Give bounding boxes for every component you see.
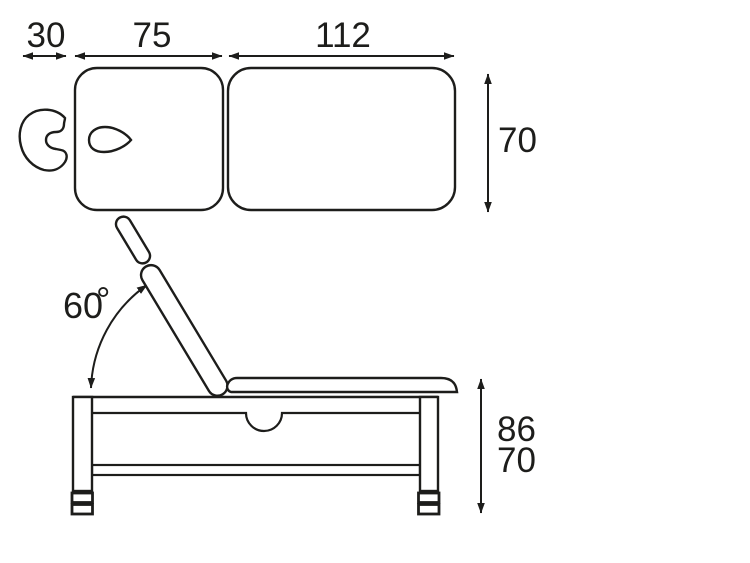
backrest-angle-label: 60 — [63, 285, 103, 326]
top-view: 30 75 112 70 — [18, 16, 537, 213]
side-view: 60 ° 86 70 — [63, 215, 536, 516]
right-foot-upper — [417, 491, 441, 504]
left-foot-upper — [70, 491, 94, 504]
right-leg — [418, 395, 440, 493]
body-section-width-label: 112 — [315, 16, 371, 55]
seat-cushion-side-view — [225, 376, 459, 394]
depth-label: 70 — [498, 121, 537, 160]
head-section-width-label: 75 — [133, 16, 172, 55]
face-cradle-top-view — [18, 108, 68, 172]
height-max-label: 86 — [497, 410, 536, 449]
headrest-width-label: 30 — [27, 16, 66, 55]
body-section-top-view — [226, 66, 457, 212]
height-min-label: 70 — [497, 441, 536, 480]
left-foot-lower — [70, 503, 94, 516]
right-foot-lower — [417, 503, 441, 516]
backrest-side-view — [139, 263, 229, 397]
lower-stretcher — [90, 463, 422, 477]
angle-arc — [87, 284, 148, 389]
degree-symbol: ° — [96, 279, 110, 320]
left-leg — [71, 395, 94, 493]
head-section-top-view — [73, 66, 225, 212]
face-hole — [87, 125, 133, 154]
headrest-side-view — [114, 215, 152, 265]
top-rail-notch — [92, 411, 420, 433]
